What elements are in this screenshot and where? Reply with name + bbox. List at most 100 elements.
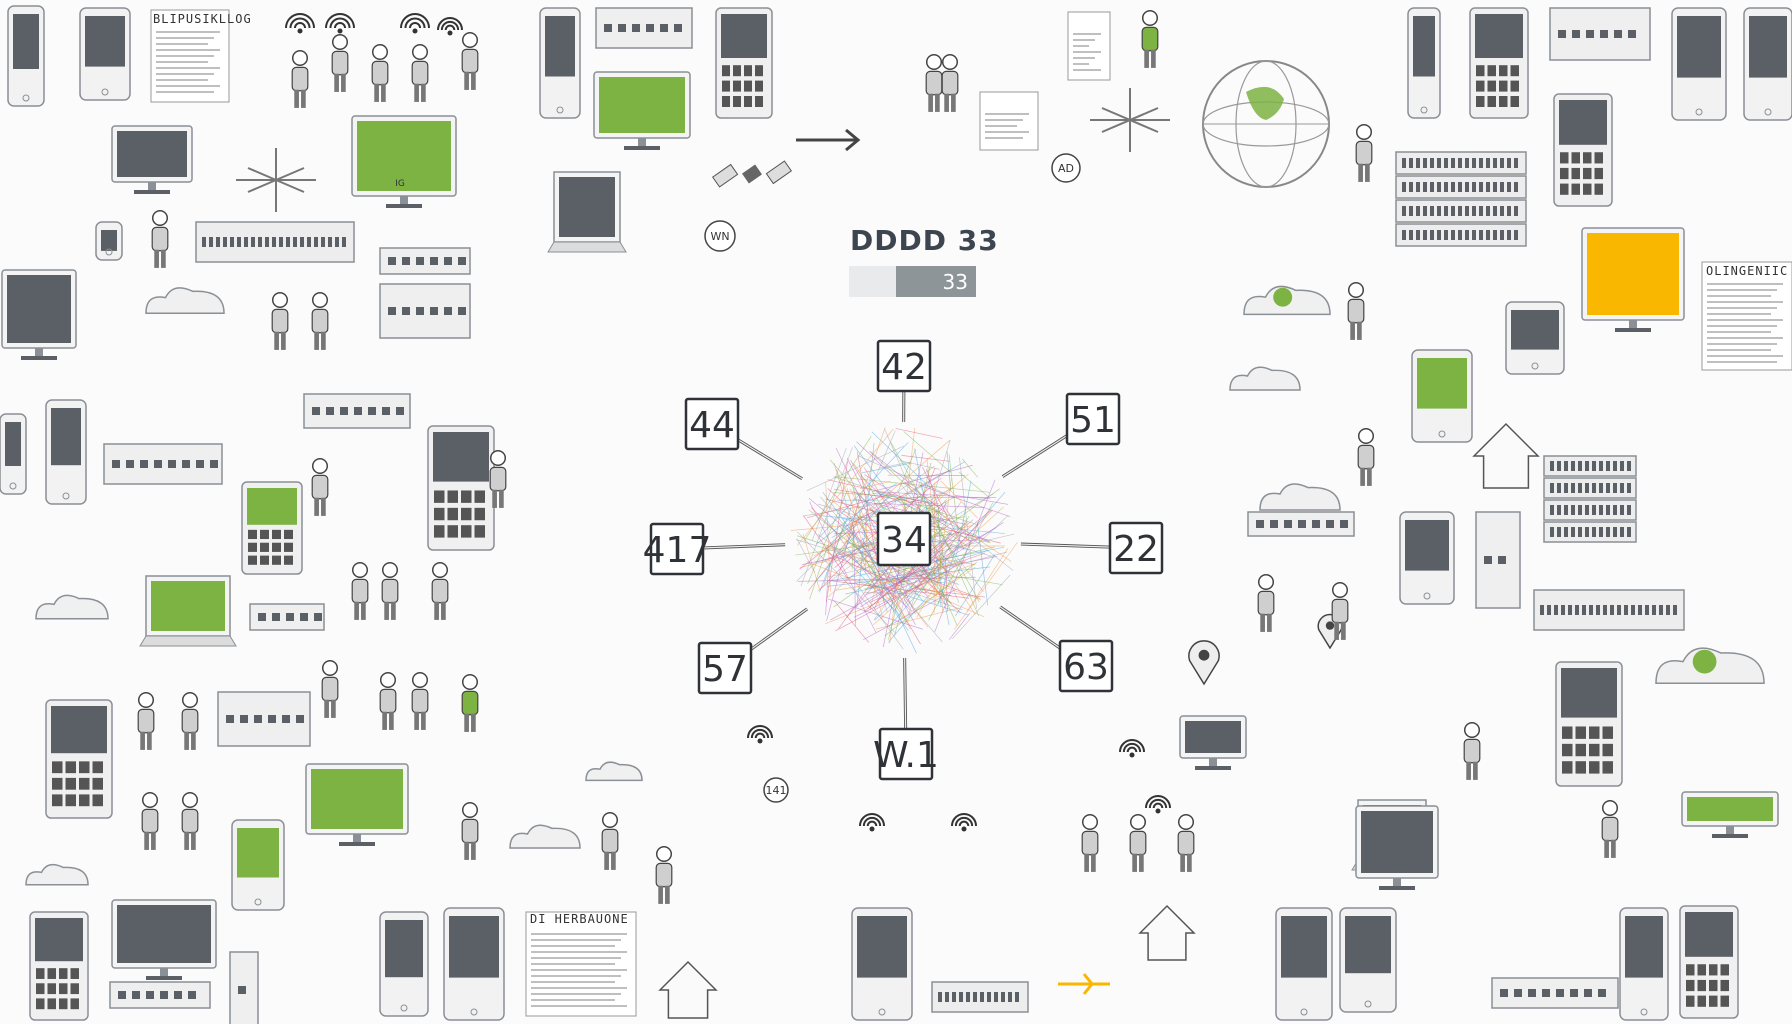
- house-icon: [1138, 904, 1196, 961]
- person-icon: [1177, 813, 1195, 872]
- person-icon: [411, 671, 429, 730]
- monitor-icon: [593, 71, 691, 150]
- person-icon: [1601, 799, 1619, 858]
- monitor-icon: [1681, 791, 1779, 838]
- person-icon: [1257, 573, 1275, 632]
- pin-141-badge: 141: [763, 777, 789, 803]
- phone-icon: [1407, 7, 1441, 119]
- wifi-icon: [437, 17, 463, 36]
- page-title: DDDD 33: [850, 224, 999, 257]
- wn-badge: WN: [704, 220, 736, 252]
- server-rack-icon: [1543, 499, 1637, 521]
- satellite-icon: [711, 160, 793, 188]
- wifi-icon: [951, 813, 977, 832]
- doc-title-bottom: DI HERBAUONE: [530, 912, 629, 926]
- server-rack-icon: [1395, 223, 1527, 247]
- person-icon: [1141, 9, 1159, 68]
- wifi-icon: [1119, 739, 1145, 758]
- person-icon: [181, 791, 199, 850]
- phone-icon: [1275, 907, 1333, 1021]
- cloud-icon: [1655, 647, 1765, 684]
- person-icon: [655, 845, 673, 904]
- router-icon: [379, 247, 471, 275]
- doc-title-right: OLINGENIIC: [1706, 264, 1789, 278]
- calculator-icon: [29, 911, 89, 1021]
- person-icon: [321, 659, 339, 718]
- doc-title-top-left: BLIPUSIKLLOG: [153, 12, 252, 26]
- person-icon: [489, 449, 507, 508]
- calculator-icon: [1555, 661, 1623, 787]
- calculator-icon: [241, 481, 303, 575]
- house-icon: [658, 960, 718, 1019]
- server-rack-icon: [931, 981, 1029, 1013]
- document-icon: [979, 91, 1039, 151]
- title-progress-label: 33: [942, 270, 968, 294]
- cloud-icon: [1259, 483, 1341, 511]
- router-icon: [1549, 7, 1651, 61]
- phone-icon: [1411, 349, 1473, 443]
- person-icon: [1463, 721, 1481, 780]
- server-rack-icon: [1543, 477, 1637, 499]
- person-icon: [311, 457, 329, 516]
- server-rack-icon: [195, 221, 355, 263]
- person-icon: [941, 53, 959, 112]
- tower-icon: [1090, 88, 1170, 152]
- person-icon: [1129, 813, 1147, 872]
- map-pin-icon: [1188, 640, 1220, 686]
- phone-icon: [231, 819, 285, 911]
- phone-icon: [851, 907, 913, 1021]
- phone-icon: [1743, 7, 1792, 121]
- monitor-icon: [111, 125, 193, 194]
- phone-icon: [379, 911, 429, 1017]
- person-icon: [1355, 123, 1373, 182]
- person-icon: [461, 673, 479, 732]
- phone-icon: [1399, 511, 1455, 605]
- device-tag-label: IG: [395, 179, 405, 189]
- calculator-icon: [427, 425, 495, 551]
- cloud-icon: [145, 287, 225, 314]
- svg-text:141: 141: [766, 784, 787, 797]
- phone-icon: [1619, 907, 1669, 1021]
- person-icon: [601, 811, 619, 870]
- person-icon: [137, 691, 155, 750]
- monitor-icon: [1581, 227, 1685, 332]
- person-icon: [1347, 281, 1365, 340]
- phone-icon: [7, 5, 45, 107]
- monitor-icon: [305, 763, 409, 846]
- laptop-icon: [547, 171, 627, 253]
- server-rack-icon: [1395, 151, 1527, 175]
- router-icon: [595, 7, 693, 49]
- phone-icon: [95, 221, 123, 261]
- person-icon: [271, 291, 289, 350]
- title-progress-bar: 33: [849, 266, 976, 297]
- server-rack-icon: [1533, 589, 1685, 631]
- cloud-icon: [585, 761, 643, 782]
- phone-icon: [443, 907, 505, 1021]
- person-icon: [381, 561, 399, 620]
- monitor-icon: [1179, 715, 1247, 770]
- wifi-icon: [1145, 795, 1171, 814]
- router-icon: [229, 951, 259, 1024]
- monitor-icon: [1355, 805, 1439, 890]
- cloud-icon: [1229, 366, 1301, 391]
- phone-icon: [0, 413, 27, 495]
- router-icon: [217, 691, 311, 747]
- cloud-icon: [509, 824, 581, 849]
- person-icon: [181, 691, 199, 750]
- document-icon: [150, 9, 230, 103]
- calculator-icon: [45, 699, 113, 819]
- document-icon: [1701, 261, 1792, 371]
- svg-text:IG: IG: [395, 179, 405, 189]
- router-icon: [1247, 511, 1355, 537]
- wifi-icon: [325, 13, 355, 34]
- person-icon: [461, 31, 479, 90]
- ad-badge: AD: [1051, 153, 1081, 183]
- laptop-icon: [139, 575, 237, 647]
- globe-icon: [1202, 60, 1330, 188]
- person-icon: [461, 801, 479, 860]
- person-icon: [1081, 813, 1099, 872]
- phone-icon: [79, 7, 131, 101]
- wifi-icon: [747, 725, 773, 744]
- person-icon: [311, 291, 329, 350]
